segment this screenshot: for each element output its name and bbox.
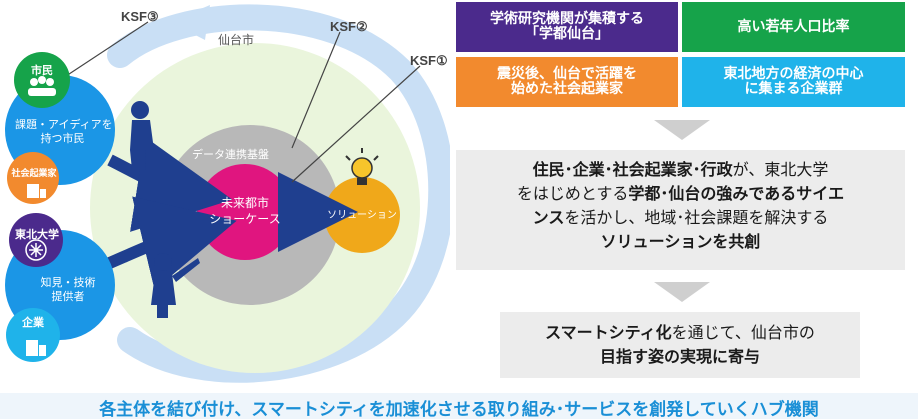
- down-arrow-2: [654, 282, 710, 302]
- middle-p4-bold: ソリューションを共創: [600, 232, 761, 251]
- expert-arrow: [102, 196, 237, 290]
- expert-line1: 知見・技術: [40, 276, 96, 289]
- footer-text: 各主体を結び付け、スマートシティを加速化させる取り組み･サービスを創発していくハ…: [99, 400, 819, 420]
- citizen-badge: 市民: [31, 64, 53, 77]
- showcase-line2: ショーケース: [209, 212, 281, 226]
- middle-p3-bold: ンス: [532, 208, 565, 227]
- citizen-line1: 課題・アイディアを: [15, 118, 113, 131]
- strength-academic-line2: 「学都仙台」: [525, 26, 609, 42]
- city-label: 仙台市: [218, 33, 255, 47]
- goal-panel: スマートシティ化を通じて、仙台市の 目指す姿の実現に寄与: [500, 312, 860, 378]
- bottom-b2-bold: 目指す姿の実現に寄与: [599, 347, 760, 366]
- ksf3-line: [59, 21, 149, 81]
- strength-youth: 高い若年人口比率: [682, 2, 905, 52]
- strength-entrepreneurs-line1: 震災後、仙台で活躍を: [497, 66, 637, 82]
- ksf1-label: KSF①: [410, 53, 448, 68]
- middle-p2-bold: 学都･仙台の強みであるサイエ: [628, 184, 845, 203]
- citizen-arrow: [107, 137, 233, 232]
- footer-banner: 各主体を結び付け、スマートシティを加速化させる取り組み･サービスを創発していくハ…: [0, 393, 918, 420]
- thinking-person-icon: [130, 101, 154, 170]
- data-platform-label: データ連携基盤: [192, 148, 269, 161]
- ksf2-line: [291, 31, 341, 149]
- light-bulb-icon: [345, 148, 379, 185]
- strength-academic-line1: 学術研究機関が集積する: [490, 11, 644, 27]
- expert-description: 知見・技術 提供者: [28, 276, 108, 304]
- bottom-b1-bold: スマートシティ化: [545, 323, 672, 342]
- solution-label: ソリューション: [327, 210, 397, 221]
- middle-p3-rest: を活かし、地域･社会課題を解決する: [564, 208, 829, 227]
- co-creation-panel: 住民･企業･社会起業家･行政が、東北大学 をはじめとする学都･仙台の強みであるサ…: [456, 150, 905, 270]
- people-icon: [28, 76, 56, 96]
- ksf2-label: KSF②: [330, 19, 368, 34]
- cycle-arrow-head: [170, 5, 210, 40]
- entrepreneur-badge: 社会起業家: [11, 169, 57, 179]
- showcase-label: 未来都市 ショーケース: [205, 195, 285, 227]
- strength-entrepreneurs: 震災後、仙台で活躍を 始めた社会起業家: [456, 57, 678, 107]
- strength-companies-line2: に集まる企業群: [744, 81, 843, 97]
- strength-companies: 東北地方の経済の中心 に集まる企業群: [682, 57, 905, 107]
- strength-companies-line1: 東北地方の経済の中心: [723, 66, 864, 82]
- building-icon: [27, 184, 46, 198]
- middle-p1-bold: 住民･企業･社会起業家･行政: [532, 160, 733, 179]
- showcase-line1: 未来都市: [220, 196, 269, 210]
- pointing-person-icon: [151, 253, 200, 318]
- company-badge: 企業: [22, 316, 44, 329]
- expert-line2: 提供者: [51, 290, 85, 303]
- ksf3-label: KSF③: [121, 9, 159, 24]
- middle-p2-pre: をはじめとする: [516, 184, 629, 203]
- down-arrow-1: [654, 120, 710, 140]
- company-building-icon: [26, 340, 46, 356]
- tohoku-emblem-icon: [25, 239, 47, 261]
- company-badge-circle: [6, 308, 60, 362]
- citizen-description: 課題・アイディアを 持つ市民: [15, 118, 113, 146]
- tohoku-badge: 東北大学: [15, 228, 59, 241]
- strength-youth-line1: 高い若年人口比率: [737, 18, 850, 35]
- strength-academic: 学術研究機関が集積する 「学都仙台」: [456, 2, 678, 52]
- strength-entrepreneurs-line2: 始めた社会起業家: [511, 81, 623, 97]
- ksf1-line: [291, 65, 421, 183]
- bottom-b1-rest: を通じて、仙台市の: [671, 323, 815, 342]
- citizen-line2: 持つ市民: [40, 132, 85, 145]
- diagram-graphics: [5, 4, 450, 383]
- middle-p1-rest: が、東北大学: [732, 160, 829, 179]
